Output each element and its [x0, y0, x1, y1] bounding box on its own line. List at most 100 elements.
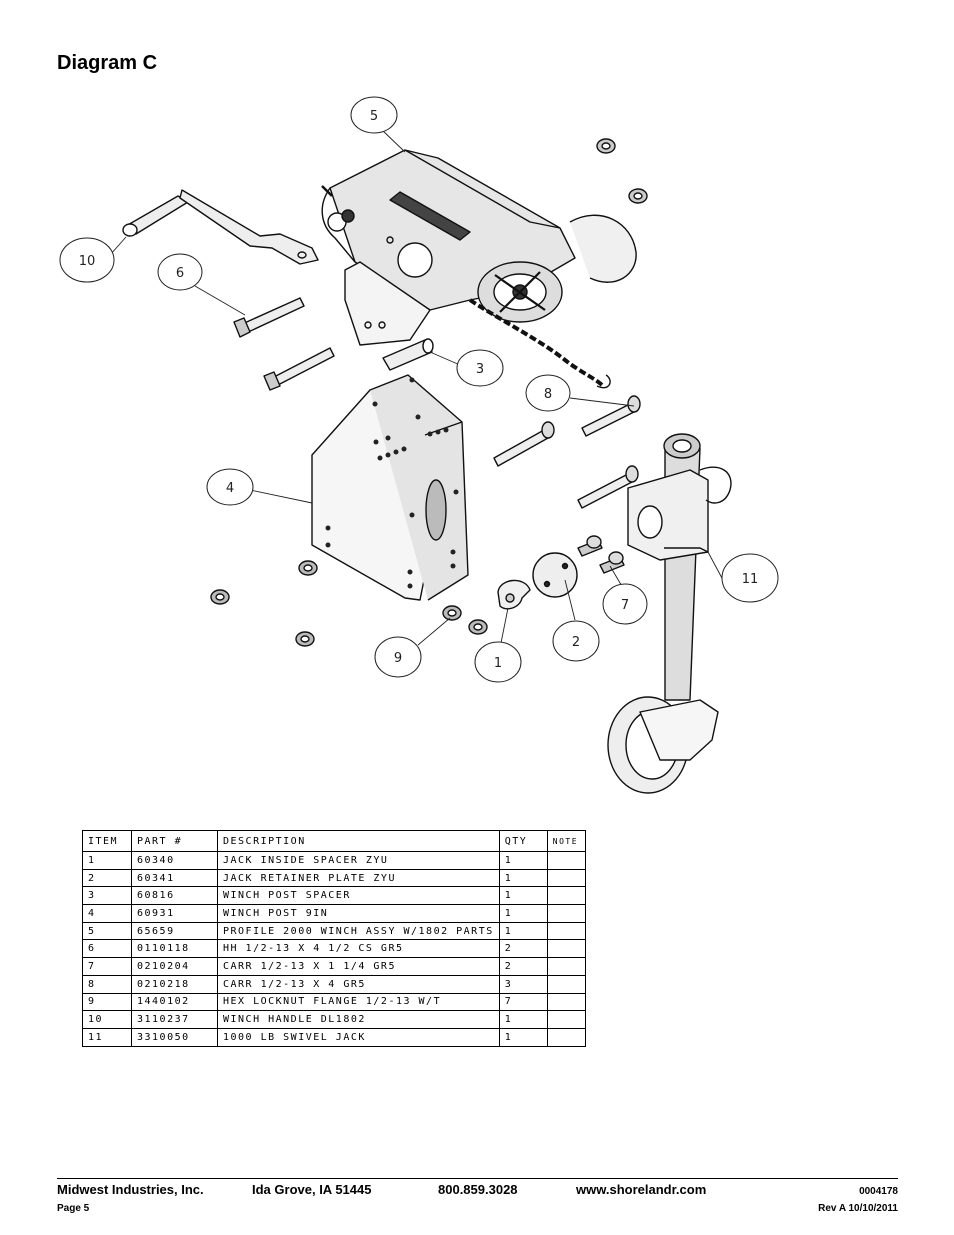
- callout-label: 4: [226, 481, 234, 496]
- cell-note: [546, 1010, 586, 1029]
- callout-5: 5: [350, 96, 398, 134]
- winch-handle-drawing: [122, 189, 319, 265]
- cell-note: [546, 939, 586, 959]
- callout-label: 8: [544, 387, 552, 402]
- cell-item: 8: [82, 974, 132, 994]
- footer-revision: Rev A 10/10/2011: [818, 1203, 898, 1214]
- footer-company: Midwest Industries, Inc.: [57, 1182, 204, 1197]
- callout-11: 11: [721, 553, 779, 603]
- winch-assembly-drawing: [321, 149, 637, 389]
- cell-description: WINCH POST 9IN: [217, 904, 500, 923]
- column-header-item: ITEM: [82, 830, 132, 852]
- callout-2: 2: [552, 620, 600, 662]
- cell-part-number: 0110118: [131, 939, 218, 959]
- winch-post-spacer-drawing: [382, 338, 434, 371]
- hex-bolt-drawing: [233, 297, 335, 391]
- cell-item: 11: [82, 1027, 132, 1047]
- cell-note: [546, 851, 586, 870]
- callout-label: 3: [476, 362, 484, 377]
- cell-note: [546, 957, 586, 976]
- cell-item: 6: [82, 939, 132, 959]
- cell-description: HEX LOCKNUT FLANGE 1/2-13 W/T: [217, 992, 500, 1012]
- cell-item: 2: [82, 868, 132, 888]
- cell-note: [546, 868, 586, 888]
- cell-part-number: 0210218: [131, 974, 218, 994]
- cell-description: 1000 LB SWIVEL JACK: [217, 1027, 500, 1047]
- cell-description: WINCH POST SPACER: [217, 886, 500, 906]
- hex-locknut-drawing: [210, 560, 488, 647]
- cell-qty: 3: [498, 974, 548, 994]
- cell-qty: 1: [498, 1027, 548, 1047]
- cell-item: 3: [82, 886, 132, 906]
- cell-note: [546, 886, 586, 906]
- cell-qty: 1: [498, 851, 548, 870]
- cell-qty: 1: [498, 1010, 548, 1029]
- column-header-note: NOTE: [546, 830, 586, 852]
- cell-item: 1: [82, 851, 132, 870]
- winch-post-drawing: [311, 374, 469, 601]
- cell-part-number: 0210204: [131, 957, 218, 976]
- callout-3: 3: [456, 349, 504, 387]
- callout-label: 1: [494, 656, 502, 671]
- footer-divider: [57, 1178, 898, 1179]
- cell-item: 7: [82, 957, 132, 976]
- footer-doc-number: 0004178: [859, 1186, 898, 1197]
- callout-6: 6: [157, 253, 203, 291]
- cell-part-number: 60341: [131, 868, 218, 888]
- cell-part-number: 65659: [131, 921, 218, 941]
- column-header-part-number: PART #: [131, 830, 218, 852]
- exploded-parts-diagram: 5 10 6 3 8 4 11 7 2 9 1: [59, 96, 779, 794]
- cell-note: [546, 974, 586, 994]
- locknut-top-right: [596, 138, 648, 204]
- cell-note: [546, 904, 586, 923]
- cell-description: WINCH HANDLE DL1802: [217, 1010, 500, 1029]
- cell-description: HH 1/2-13 X 4 1/2 CS GR5: [217, 939, 500, 959]
- cell-item: 4: [82, 904, 132, 923]
- leader-lines: [109, 129, 724, 649]
- cell-item: 10: [82, 1010, 132, 1029]
- callout-9: 9: [374, 636, 422, 678]
- cell-description: CARR 1/2-13 X 4 GR5: [217, 974, 500, 994]
- cell-qty: 2: [498, 957, 548, 976]
- carriage-bolt-drawing: [493, 395, 641, 509]
- cell-description: CARR 1/2-13 X 1 1/4 GR5: [217, 957, 500, 976]
- cell-part-number: 3110237: [131, 1010, 218, 1029]
- column-header-qty: QTY: [498, 830, 548, 852]
- callout-label: 6: [176, 266, 184, 281]
- page-title: Diagram C: [57, 52, 158, 74]
- jack-retainer-plate-drawing: [532, 552, 578, 598]
- callout-8: 8: [525, 374, 571, 412]
- cell-note: [546, 921, 586, 941]
- callout-label: 10: [79, 254, 96, 269]
- cell-qty: 1: [498, 886, 548, 906]
- cell-qty: 1: [498, 904, 548, 923]
- callout-10: 10: [59, 237, 115, 283]
- short-carriage-bolt-drawing: [577, 535, 625, 574]
- callout-label: 7: [621, 598, 629, 613]
- callout-1: 1: [474, 641, 522, 683]
- callout-label: 2: [572, 635, 580, 650]
- cell-qty: 7: [498, 992, 548, 1012]
- callout-label: 9: [394, 651, 402, 666]
- cell-part-number: 60931: [131, 904, 218, 923]
- cell-qty: 1: [498, 868, 548, 888]
- callout-7: 7: [602, 583, 648, 625]
- cell-item: 9: [82, 992, 132, 1012]
- cell-part-number: 60816: [131, 886, 218, 906]
- column-header-description: DESCRIPTION: [217, 830, 500, 852]
- footer-city: Ida Grove, IA 51445: [252, 1182, 372, 1197]
- jack-inside-spacer-drawing: [497, 579, 531, 610]
- footer-website: www.shorelandr.com: [576, 1182, 707, 1197]
- cell-description: JACK RETAINER PLATE ZYU: [217, 868, 500, 888]
- cell-part-number: 3310050: [131, 1027, 218, 1047]
